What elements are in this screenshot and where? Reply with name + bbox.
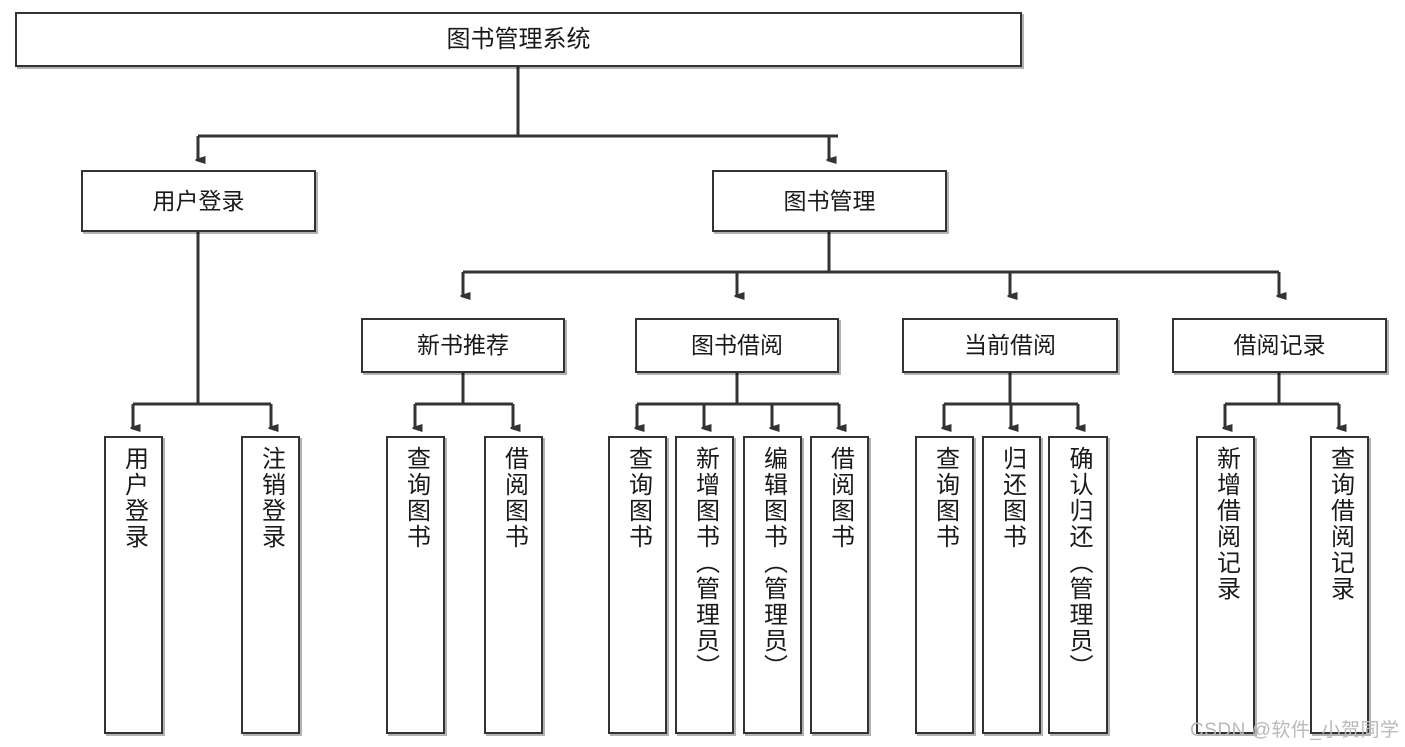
leaf-user-login-label: 用户登录: [120, 446, 148, 550]
leaf-user-logout-label: 注销登录: [257, 446, 285, 550]
node-book-management-label: 图书管理: [783, 187, 876, 214]
leaf-add-book-admin-label: 新增图书（管理员）: [691, 446, 719, 680]
connectors-book-management: [463, 232, 1279, 296]
leaf-edit-book-admin[interactable]: 编辑图书（管理员）: [743, 436, 802, 734]
leaf-confirm-return-admin-label: 确认归还（管理员）: [1065, 446, 1092, 680]
leaf-borrow-book-recommend-label: 借阅图书: [500, 446, 528, 550]
leaf-query-borrow-record[interactable]: 查询借阅记录: [1310, 436, 1369, 734]
leaf-confirm-return-admin[interactable]: 确认归还（管理员）: [1048, 436, 1108, 734]
leaf-add-book-admin[interactable]: 新增图书（管理员）: [675, 436, 734, 734]
node-root[interactable]: 图书管理系统: [15, 12, 1022, 67]
leaf-query-book-label: 查询图书: [624, 446, 652, 550]
leaf-add-borrow-record-label: 新增借阅记录: [1212, 446, 1240, 602]
leaf-query-borrow-record-label: 查询借阅记录: [1326, 446, 1354, 602]
connectors-book-borrow: [637, 373, 839, 428]
connectors-user-login: [133, 232, 271, 428]
node-root-label: 图书管理系统: [446, 25, 591, 53]
node-new-book-recommend-label: 新书推荐: [417, 332, 509, 359]
leaf-query-book-current-label: 查询图书: [931, 446, 959, 550]
leaf-add-borrow-record[interactable]: 新增借阅记录: [1196, 436, 1255, 734]
node-book-management[interactable]: 图书管理: [712, 170, 947, 232]
node-current-borrow[interactable]: 当前借阅: [902, 318, 1118, 373]
connectors-borrow-record: [1225, 373, 1339, 428]
node-current-borrow-label: 当前借阅: [964, 332, 1056, 359]
leaf-borrow-book[interactable]: 借阅图书: [810, 436, 869, 734]
leaf-query-book-recommend[interactable]: 查询图书: [386, 436, 445, 734]
watermark: CSDN @软件_小贺同学: [1190, 720, 1400, 741]
connectors-root: [198, 67, 838, 160]
node-new-book-recommend[interactable]: 新书推荐: [361, 318, 565, 373]
node-user-login[interactable]: 用户登录: [81, 170, 316, 232]
connectors-current-borrow: [944, 373, 1078, 428]
node-book-borrow[interactable]: 图书借阅: [635, 318, 839, 373]
leaf-edit-book-admin-label: 编辑图书（管理员）: [759, 446, 787, 680]
node-user-login-label: 用户登录: [152, 187, 245, 214]
connectors-new-book-recommend: [415, 373, 513, 428]
node-book-borrow-label: 图书借阅: [691, 332, 783, 359]
leaf-query-book-current[interactable]: 查询图书: [915, 436, 974, 734]
node-borrow-record-label: 借阅记录: [1233, 332, 1326, 359]
leaf-return-book[interactable]: 归还图书: [982, 436, 1041, 734]
leaf-user-logout[interactable]: 注销登录: [241, 436, 300, 734]
leaf-user-login[interactable]: 用户登录: [104, 436, 163, 734]
leaf-borrow-book-label: 借阅图书: [826, 446, 854, 550]
leaf-query-book-recommend-label: 查询图书: [402, 446, 430, 550]
leaf-borrow-book-recommend[interactable]: 借阅图书: [484, 436, 543, 734]
leaf-query-book[interactable]: 查询图书: [608, 436, 667, 734]
node-borrow-record[interactable]: 借阅记录: [1172, 318, 1387, 373]
leaf-return-book-label: 归还图书: [998, 446, 1026, 550]
